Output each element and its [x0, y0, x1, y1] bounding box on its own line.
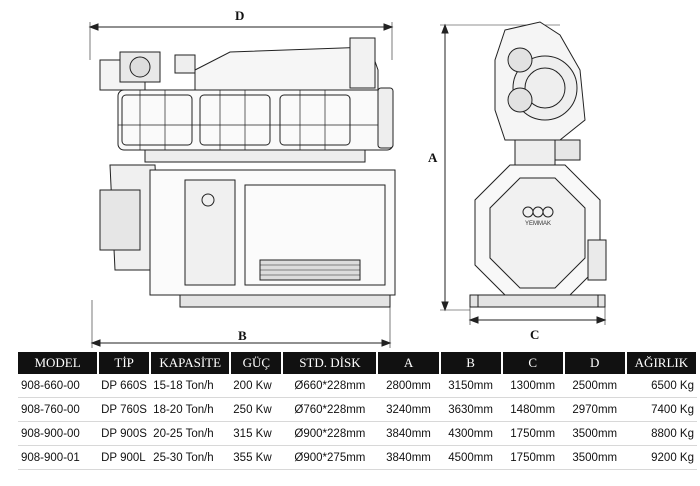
cell-model: 908-900-01 — [18, 445, 99, 470]
cell-model: 908-760-00 — [18, 397, 99, 422]
cell-a: 3240mm — [377, 397, 440, 422]
cell-guc: 200 Kw — [230, 374, 283, 398]
front-view-machine — [99, 37, 396, 308]
cell-b: 3630mm — [439, 397, 502, 422]
cell-std-disk: Ø760*228mm — [282, 397, 378, 422]
cell-b: 4500mm — [439, 445, 502, 470]
col-header-b: B — [439, 352, 503, 374]
cell-a: 3840mm — [377, 421, 440, 446]
dimension-label-b: B — [238, 328, 247, 343]
cell-guc: 315 Kw — [230, 421, 283, 446]
dimension-label-d: D — [235, 8, 245, 23]
col-header-c: C — [501, 352, 565, 374]
col-header-tip: TİP — [98, 352, 152, 374]
cell-std-disk: Ø660*228mm — [282, 374, 378, 398]
cell-c: 1300mm — [501, 374, 564, 398]
cell-agirlik: 9200 Kg — [625, 445, 697, 470]
cell-kapasite: 15-18 Ton/h — [150, 374, 231, 398]
cell-kapasite: 25-30 Ton/h — [150, 445, 231, 470]
table-row: 908-660-00 DP 660S 15-18 Ton/h 200 Kw Ø6… — [18, 374, 697, 398]
cell-agirlik: 6500 Kg — [625, 374, 697, 398]
dimension-d-line — [88, 22, 394, 60]
cell-a: 2800mm — [377, 374, 440, 398]
cell-std-disk: Ø900*275mm — [282, 445, 378, 470]
cell-tip: DP 900L — [98, 445, 151, 470]
cell-c: 1750mm — [501, 421, 564, 446]
cell-tip: DP 660S — [98, 374, 151, 398]
cell-d: 3500mm — [563, 421, 626, 446]
col-header-guc: GÜÇ — [230, 352, 284, 374]
cell-guc: 355 Kw — [230, 445, 283, 470]
spec-table-header-row: MODEL TİP KAPASİTE GÜÇ STD. DİSK A B C D… — [18, 352, 699, 374]
cell-d: 3500mm — [563, 445, 626, 470]
col-header-std-disk: STD. DİSK — [282, 352, 379, 374]
col-header-model: MODEL — [18, 352, 100, 374]
cell-tip: DP 900S — [98, 421, 151, 446]
cell-kapasite: 20-25 Ton/h — [150, 421, 231, 446]
cell-guc: 250 Kw — [230, 397, 283, 422]
brand-logo-text: YEMMAK — [525, 221, 552, 227]
side-view-machine — [469, 21, 607, 308]
cell-b: 3150mm — [439, 374, 502, 398]
cell-c: 1480mm — [501, 397, 564, 422]
table-row: 908-760-00 DP 760S 18-20 Ton/h 250 Kw Ø7… — [18, 397, 697, 422]
col-header-kapasite: KAPASİTE — [150, 352, 232, 374]
cell-std-disk: Ø900*228mm — [282, 421, 378, 446]
cell-model: 908-900-00 — [18, 421, 99, 446]
cell-model: 908-660-00 — [18, 374, 99, 398]
spec-table: MODEL TİP KAPASİTE GÜÇ STD. DİSK A B C D… — [18, 352, 699, 470]
table-row: 908-900-01 DP 900L 25-30 Ton/h 355 Kw Ø9… — [18, 445, 697, 470]
cell-tip: DP 760S — [98, 397, 151, 422]
cell-kapasite: 18-20 Ton/h — [150, 397, 231, 422]
col-header-d: D — [563, 352, 627, 374]
table-row: 908-900-00 DP 900S 20-25 Ton/h 315 Kw Ø9… — [18, 421, 697, 446]
cell-b: 4300mm — [439, 421, 502, 446]
col-header-a: A — [377, 352, 441, 374]
dimension-label-a: A — [428, 150, 438, 165]
dimension-label-c: C — [530, 327, 540, 342]
cell-agirlik: 7400 Kg — [625, 397, 697, 422]
cell-agirlik: 8800 Kg — [625, 421, 697, 446]
cell-a: 3840mm — [377, 445, 440, 470]
cell-c: 1750mm — [501, 445, 564, 470]
cell-d: 2970mm — [563, 397, 626, 422]
dimension-b-line — [90, 300, 392, 348]
technical-drawing: D A B C YEMMAK — [88, 8, 607, 348]
cell-d: 2500mm — [563, 374, 626, 398]
col-header-agirlik: AĞIRLIK — [625, 352, 699, 374]
